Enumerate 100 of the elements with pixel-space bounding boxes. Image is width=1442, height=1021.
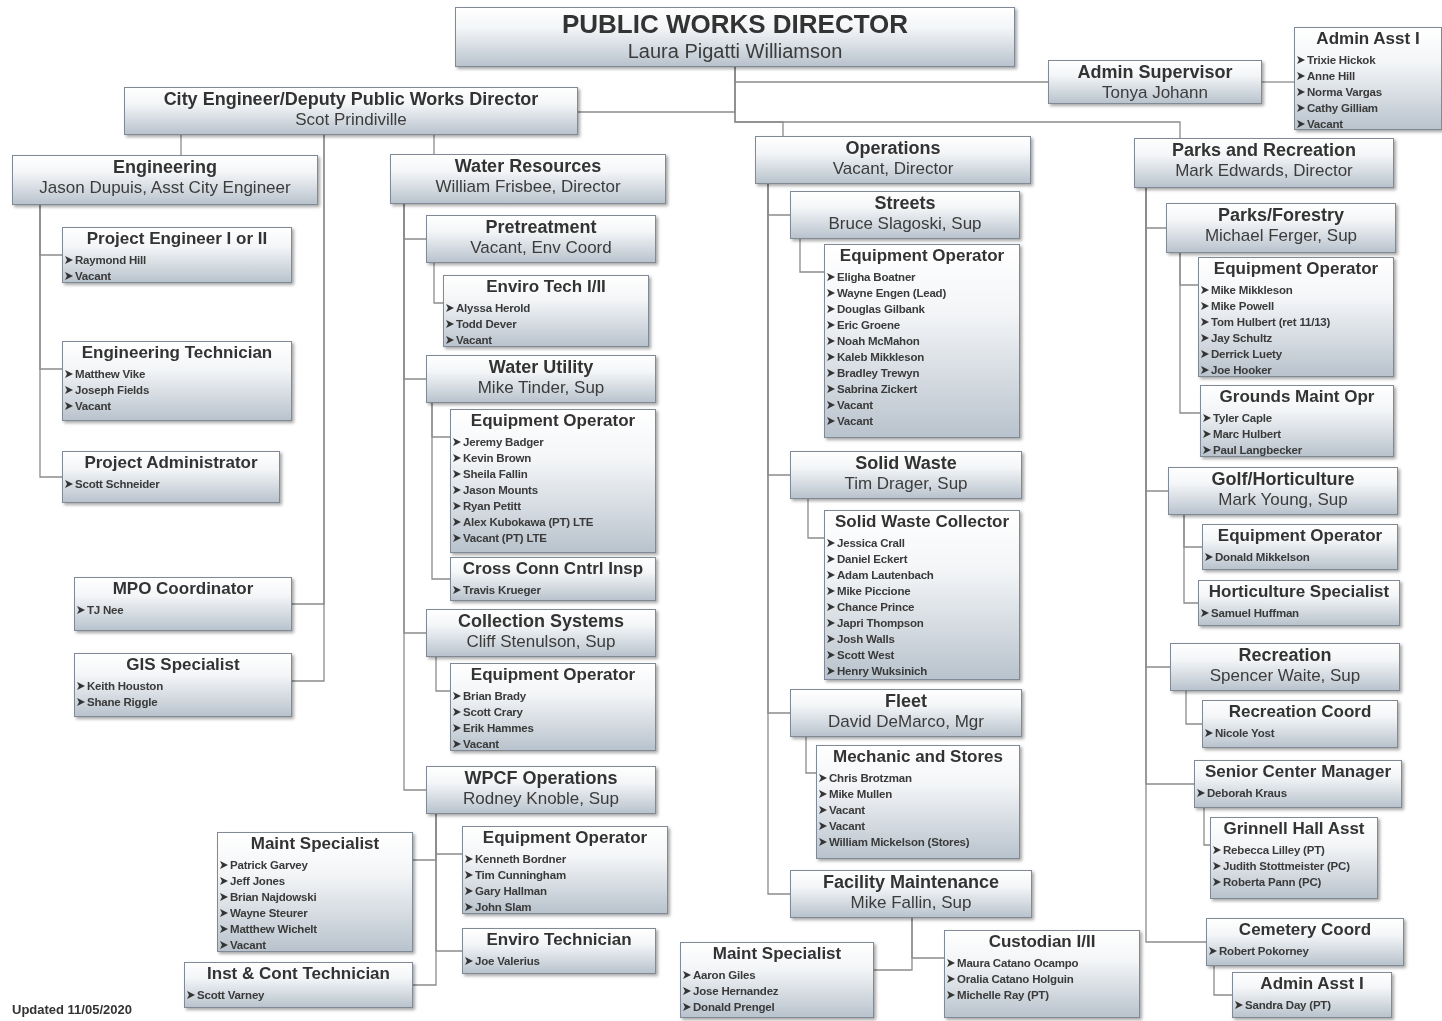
org-box [1048,60,1262,104]
org-box [1202,700,1398,748]
position-title: Equipment Operator [469,410,637,431]
staff-name: Tim Cunningham [475,868,566,881]
staff-name: Kevin Brown [463,451,532,464]
staff-name: Sheila Fallin [463,467,528,480]
staff-name: Cathy Gilliam [1307,101,1378,114]
connector-line [799,238,825,273]
org-box [1198,580,1400,626]
org-box [1166,203,1396,253]
position-title: Enviro Tech I/II [485,276,607,297]
org-box [62,451,280,503]
staff-name: Alex Kubokawa (PT) LTE [463,515,594,528]
staff-name: Raymond Hill [75,253,147,266]
staff-name: Keith Houston [87,679,163,692]
position-title: Senior Center Manager [1203,761,1393,782]
org-box [455,7,1015,67]
connector-line [433,262,444,304]
position-title: Engineering Technician [80,342,274,363]
staff-name: Josh Walls [837,632,895,645]
connector-line [1185,690,1203,725]
connector-line [431,402,451,580]
staff-name: Scott Schneider [75,477,160,490]
staff-name: Scott Varney [197,988,265,1001]
position-title: Project Engineer I or II [85,228,269,249]
staff-name: Daniel Eckert [837,552,908,565]
unit-title: Pretreatment [484,216,598,238]
position-title: Equipment Operator [838,245,1006,266]
org-box [944,930,1140,1018]
staff-name: Vacant [75,399,111,412]
connector-line [39,204,63,478]
staff-name: Shane Riggle [87,695,158,708]
connector-line [807,498,825,539]
supervisor-name: Spencer Waite, Sup [1208,665,1362,686]
connector-line [805,736,817,774]
supervisor-name: Bruce Slagoski, Sup [827,213,983,234]
position-title: Maint Specialist [249,833,381,854]
supervisor-name: Mark Young, Sup [1217,489,1349,510]
supervisor-name: Tonya Johann [1101,82,1209,103]
org-box [450,663,656,751]
org-box [426,609,656,657]
unit-title: Recreation [1237,644,1333,666]
connector-line [412,813,437,986]
unit-title: Water Utility [487,356,595,378]
position-title: GIS Specialist [125,654,241,675]
staff-name: Jose Hernandez [693,984,779,997]
unit-title: Golf/Horticulture [1210,468,1356,490]
org-box [1170,643,1400,691]
org-box [62,341,292,421]
org-box [450,557,656,601]
org-box [426,355,656,403]
staff-name: Mike Mikkleson [1211,283,1293,296]
position-title: Enviro Technician [485,929,633,950]
staff-name: Vacant [829,819,865,832]
staff-name: Joseph Fields [75,383,150,396]
org-box [1198,257,1394,377]
supervisor-name: Cliff Stenulson, Sup [465,631,617,652]
supervisor-name: Rodney Knoble, Sup [462,788,620,809]
supervisor-name: Mark Edwards, Director [1174,160,1354,181]
org-box [790,451,1022,499]
staff-name: Vacant [1307,117,1343,129]
unit-title: Parks/Forestry [1216,204,1346,226]
position-title: MPO Coordinator [111,578,255,599]
staff-name: Erik Hammes [463,721,534,734]
org-box [1232,972,1392,1018]
connector-line [435,656,451,692]
unit-title: City Engineer/Deputy Public Works Director [162,88,540,110]
connector-line [1179,252,1201,414]
position-title: Admin Asst I [1259,973,1365,994]
unit-title: Solid Waste [854,452,958,474]
staff-name: Vacant [230,938,266,951]
staff-name: Donald Prengel [693,1000,775,1013]
staff-name: Eligha Boatner [837,270,916,283]
supervisor-name: Vacant, Env Coord [469,237,613,258]
unit-title: Facility Maintenance [821,871,1001,893]
staff-name: Brian Brady [463,689,526,702]
staff-name: Scott West [837,648,895,661]
org-box [824,244,1020,438]
connector-line [180,134,182,156]
org-box [1168,467,1398,515]
org-box [184,962,413,1008]
unit-title: Fleet [884,690,928,712]
staff-name: Tyler Caple [1213,411,1272,424]
position-title: Equipment Operator [1216,525,1384,546]
staff-name: Samuel Huffman [1211,606,1299,619]
staff-name: Jay Schultz [1211,331,1273,344]
org-box [824,510,1020,680]
org-box [1194,760,1402,808]
org-box [462,928,656,974]
staff-name: Derrick Luety [1211,347,1282,360]
staff-name: Vacant [829,803,865,816]
staff-name: Mike Powell [1211,299,1274,312]
position-title: Project Administrator [83,452,259,473]
supervisor-name: Jason Dupuis, Asst City Engineer [38,177,292,198]
staff-name: Roberta Pann (PC) [1223,875,1322,888]
staff-name: Judith Stottmeister (PC) [1223,859,1350,872]
connector-line [1213,965,1233,996]
connector-line [1203,807,1211,846]
staff-name: Douglas Gilbank [837,302,925,315]
staff-name: Brian Najdowski [230,890,317,903]
